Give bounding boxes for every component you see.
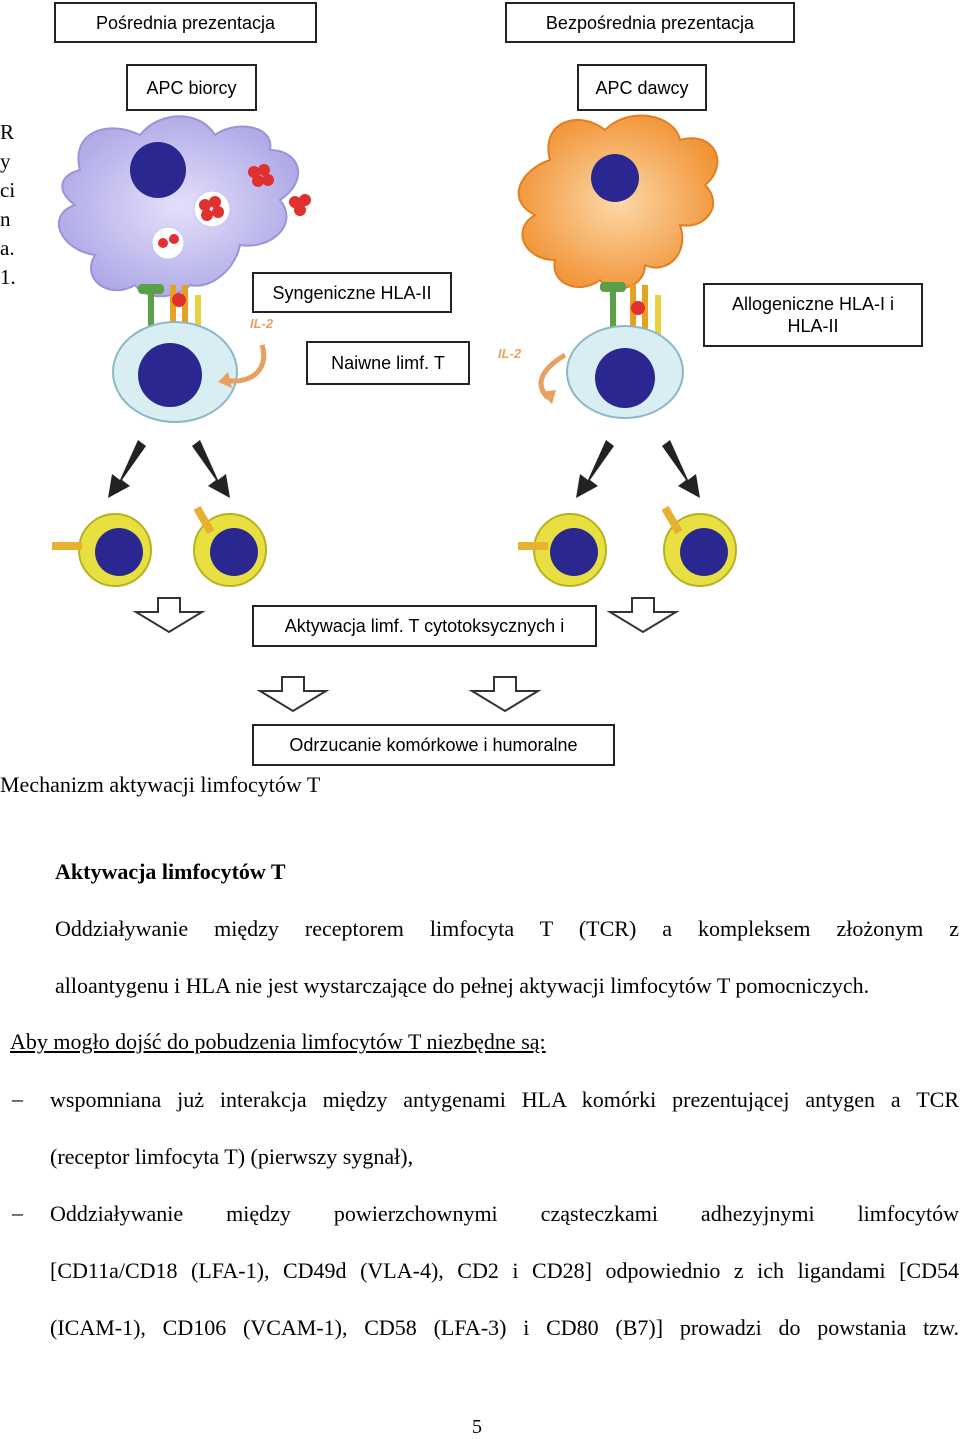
naive-t-label: Naiwne limf. T — [306, 341, 470, 385]
apc-donor-label: APC dawcy — [577, 64, 707, 111]
il2-arrow-left-icon — [224, 344, 267, 384]
diagram-illustration — [52, 114, 737, 713]
paragraph-line-2: alloantygenu i HLA nie jest wystarczając… — [55, 973, 870, 998]
antigen-vesicle-icon — [151, 190, 231, 260]
mhc-tcr-complex-icon — [138, 284, 201, 335]
il2-arrowhead-right-icon — [540, 390, 556, 404]
apc-donor-cell — [517, 114, 719, 290]
hollow-down-arrow-icon — [132, 597, 680, 713]
direct-presentation-label: Bezpośrednia prezentacja — [505, 2, 795, 43]
naive-t-cell-left-nucleus — [138, 343, 202, 407]
requirements-intro: Aby mogło dojść do pobudzenia limfocytów… — [10, 1029, 546, 1054]
page-number: 5 — [472, 1416, 482, 1438]
indirect-presentation-label: Pośrednia prezentacja — [54, 2, 317, 43]
il2-label-right: IL-2 — [498, 346, 522, 361]
allogeneic-hla-label: Allogeniczne HLA-I i HLA-II — [703, 283, 923, 347]
syngeneic-hla-label: Syngeniczne HLA-II — [252, 272, 452, 313]
bullet-2-line-3: (ICAM-1), CD106 (VCAM-1), CD58 (LFA-3) i… — [50, 1315, 959, 1340]
effector-t-cell-icon — [52, 505, 737, 587]
figure-side-label: R y ci n a. 1. — [0, 120, 16, 289]
figure-caption: Mechanizm aktywacji limfocytów T — [0, 772, 321, 797]
apc-recipient-cell — [57, 115, 300, 298]
bullet-2-line-2: [CD11a/CD18 (LFA-1), CD49d (VLA-4), CD2 … — [50, 1258, 959, 1283]
bullet-1-line-2: (receptor limfocyta T) (pierwszy sygnał)… — [50, 1144, 414, 1169]
activation-label: Aktywacja limf. T cytotoksycznych i — [252, 605, 597, 647]
apc-donor-nucleus — [591, 154, 639, 202]
free-antigen-icon — [248, 164, 311, 216]
il2-label-left: IL-2 — [250, 316, 274, 331]
bullet-2-line-1: Oddziaływanie między powierzchownymi czą… — [50, 1201, 959, 1226]
down-arrow-icon — [108, 440, 700, 498]
apc-recipient-nucleus — [130, 142, 186, 198]
section-heading: Aktywacja limfocytów T — [55, 859, 286, 884]
il2-arrowhead-left-icon — [218, 372, 232, 388]
bullet-1-line-1: wspomniana już interakcja między antygen… — [50, 1087, 959, 1112]
paragraph-line-1: Oddziaływanie między receptorem limfocyt… — [55, 916, 959, 941]
mhc-tcr-complex-right-icon — [600, 282, 661, 335]
bullet-dash-2: – — [12, 1200, 23, 1225]
bullet-dash-1: – — [12, 1086, 23, 1111]
naive-t-cell-right-nucleus — [595, 348, 655, 408]
apc-recipient-label: APC biorcy — [126, 64, 257, 111]
rejection-label: Odrzucanie komórkowe i humoralne — [252, 724, 615, 766]
